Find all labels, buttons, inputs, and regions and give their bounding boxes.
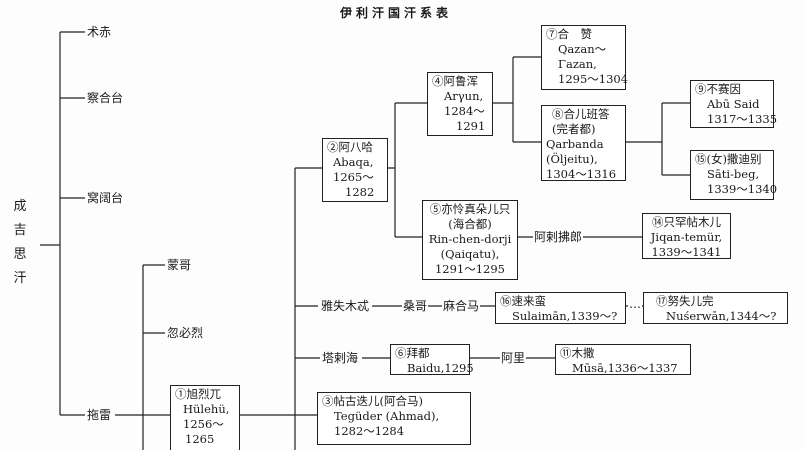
node-text: 1291～1295 bbox=[434, 262, 506, 276]
yashmut-label: 雅失木忒 bbox=[320, 299, 371, 313]
sangge-label: 桑哥 bbox=[402, 299, 429, 313]
node-baidu: ⑥拜都 Baidu,1295 bbox=[390, 344, 474, 375]
node-jiqan-temur: ⑭只罕帖木儿 Jiqan-temür, 1339～1341 bbox=[642, 213, 731, 259]
node-text: ⑨不赛因 bbox=[695, 82, 741, 96]
node-nushirwan: ⑰努失儿完 Nuśerwān,1344～? bbox=[643, 292, 788, 324]
node-text: 1291 bbox=[456, 119, 486, 133]
node-teguder: ③帖古迭儿(阿合马) Tegüder (Ahmad), 1282～1284 bbox=[317, 392, 471, 445]
node-text: Arγun, bbox=[444, 89, 484, 103]
mahmud-label: 麻合马 bbox=[442, 299, 481, 313]
node-text: ②阿八哈 bbox=[327, 140, 373, 154]
node-musa: ⑪木撒 Mūsā,1336～1337 bbox=[555, 344, 691, 375]
node-text: ⑪木撒 bbox=[560, 346, 595, 360]
node-text: Γazan, bbox=[558, 57, 597, 71]
node-text: Sāti-beg, bbox=[707, 167, 760, 181]
node-text: Nuśerwān,1344～? bbox=[666, 309, 777, 323]
alafrang-label: 阿剌拂郎 bbox=[533, 230, 584, 244]
node-text: (完者都) bbox=[552, 122, 596, 136]
node-text: Jiqan-temür, bbox=[650, 230, 723, 244]
node-sati-beg: ⑮(女)撒迪别 Sāti-beg, 1339～1340 bbox=[690, 150, 778, 200]
node-text: (Öljeitu), bbox=[546, 152, 598, 166]
node-text: ⑮(女)撒迪别 bbox=[695, 152, 762, 166]
node-text: ⑯速来蛮 bbox=[500, 294, 546, 308]
node-text: 1295～1304 bbox=[558, 72, 629, 86]
son-chagatai: 察合台 bbox=[86, 91, 125, 105]
node-text: 1317～1335 bbox=[707, 112, 778, 126]
ellipsis: … bbox=[628, 297, 642, 311]
node-text: Abū Said bbox=[707, 97, 760, 111]
node-text: ④阿鲁浑 bbox=[432, 74, 478, 88]
node-oljeitu: ⑧合儿班答 (完者都) Qarbanda (Öljeitu), 1304～131… bbox=[541, 105, 626, 181]
node-text: Hülehü, bbox=[183, 402, 230, 416]
son-ogedei: 窝阔台 bbox=[86, 191, 125, 205]
node-text: ①旭烈兀 bbox=[175, 387, 221, 401]
node-text: Abaqa, bbox=[333, 155, 374, 169]
node-hulegu: ①旭烈兀 Hülehü, 1256～ 1265 bbox=[170, 385, 240, 450]
node-text: ⑦合 赞 bbox=[546, 27, 592, 41]
node-text: Tegüder (Ahmad), bbox=[334, 409, 440, 423]
node-abaqa: ②阿八哈 Abaqa, 1265～ 1282 bbox=[322, 138, 388, 202]
node-text: ⑭只罕帖木儿 bbox=[652, 215, 721, 229]
node-text: ⑧合儿班答 bbox=[552, 107, 610, 121]
diagram-title: 伊利汗国汗系表 bbox=[340, 6, 453, 20]
node-text: Rin-chen-dorji bbox=[428, 232, 512, 246]
node-text: Sulaimān,1339～? bbox=[512, 309, 618, 323]
son-tolui: 拖雷 bbox=[86, 408, 113, 422]
node-ghazan: ⑦合 赞 Qazan～ Γazan, 1295～1304 bbox=[541, 25, 629, 90]
node-text: (Qaiqatu), bbox=[440, 247, 500, 261]
node-text: ③帖古迭儿(阿合马) bbox=[322, 394, 423, 408]
node-text: 1265～ bbox=[333, 170, 374, 184]
son-jochi: 术赤 bbox=[86, 25, 113, 39]
node-text: ⑤亦怜真朵儿只 bbox=[429, 202, 511, 216]
node-text: Baidu,1295 bbox=[407, 361, 474, 375]
node-abu-said: ⑨不赛因 Abū Said 1317～1335 bbox=[690, 80, 778, 128]
node-text: 1282 bbox=[345, 185, 375, 199]
node-text: Mūsā,1336～1337 bbox=[572, 361, 678, 375]
node-text: Qarbanda bbox=[546, 137, 604, 151]
root-genghis-khan: 成吉思汗 bbox=[13, 199, 27, 286]
node-text: 1282～1284 bbox=[334, 424, 405, 438]
node-text: ⑥拜都 bbox=[395, 346, 430, 360]
tolui-son-kublai: 忽必烈 bbox=[166, 326, 205, 340]
node-text: 1256～ bbox=[183, 417, 224, 431]
node-text: 1339～1340 bbox=[707, 182, 778, 196]
node-text: 1284～ bbox=[444, 104, 485, 118]
ali-label: 阿里 bbox=[500, 351, 527, 365]
node-gaikhatu: ⑤亦怜真朵儿只 (海合都) Rin-chen-dorji (Qaiqatu), … bbox=[422, 200, 518, 280]
node-arghun: ④阿鲁浑 Arγun, 1284～ 1291 bbox=[427, 72, 493, 136]
node-text: Qazan～ bbox=[558, 42, 607, 56]
tolui-son-mongke: 蒙哥 bbox=[166, 258, 193, 272]
node-text: 1304～1316 bbox=[546, 167, 617, 181]
node-text: ⑰努失儿完 bbox=[656, 294, 714, 308]
node-sulaiman: ⑯速来蛮 Sulaimān,1339～? bbox=[495, 292, 626, 324]
taraqai-label: 塔剌海 bbox=[321, 351, 360, 365]
node-text: (海合都) bbox=[448, 217, 492, 231]
node-text: 1265 bbox=[185, 432, 215, 446]
node-text: 1339～1341 bbox=[651, 245, 722, 259]
